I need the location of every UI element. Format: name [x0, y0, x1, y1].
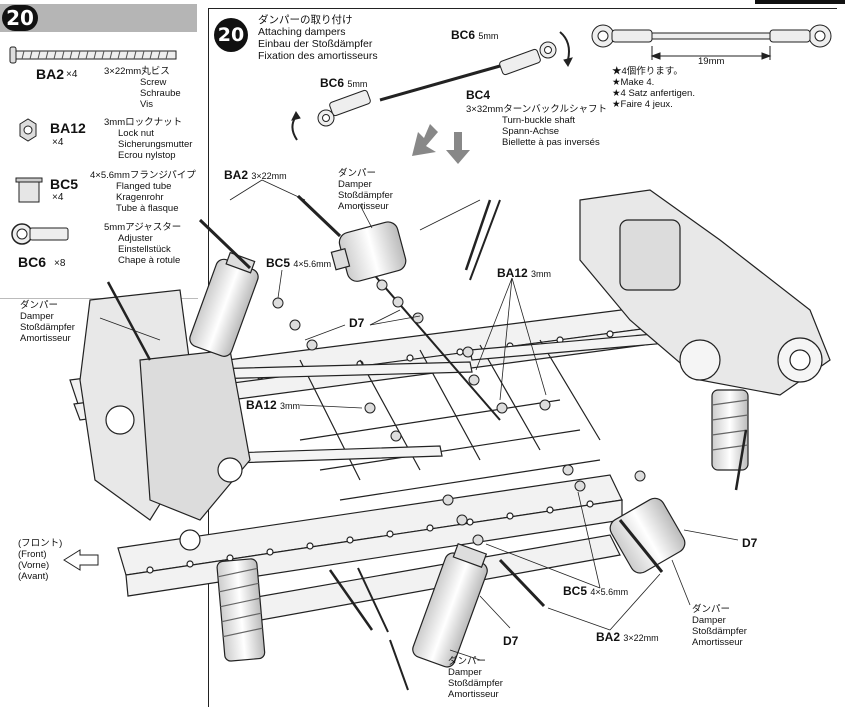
part-qty-ba2: ×4 — [66, 69, 78, 80]
label-ba2-top: BA2 3×22mm — [224, 168, 287, 182]
label-bc4: BC4 — [466, 88, 491, 102]
flanged-tube-icon — [15, 177, 43, 203]
dimension-label: 19mm — [698, 56, 725, 67]
adjuster-icon — [11, 223, 69, 245]
part-qty-bc5: ×4 — [52, 192, 64, 203]
label-ba12-right: BA12 3mm — [497, 266, 552, 280]
part-code-bc6: BC6 — [18, 254, 47, 270]
bc4-description: 3×32mmターンバックルシャフト Turn-buckle shaft Span… — [466, 104, 607, 148]
turnbuckle-assembly — [291, 31, 573, 141]
label-bc6-a: BC6 5mm — [451, 28, 499, 42]
rear-axle — [579, 189, 831, 396]
screw-icon — [9, 46, 177, 64]
finished-turnbuckle — [591, 24, 832, 60]
front-arrow-icon — [63, 549, 99, 571]
part-qty-ba12: ×4 — [52, 137, 64, 148]
damper-shapes — [189, 221, 749, 668]
label-front: (フロント)(Front)(Vorne)(Avant) — [18, 538, 63, 582]
screws-and-rods — [106, 194, 748, 691]
part-desc-bc5: 4×5.6mmフランジパイプ Flanged tube Kragenrohr T… — [90, 170, 196, 214]
label-bc5-top: BC5 4×5.6mm — [266, 256, 332, 270]
cross-members — [169, 199, 703, 501]
part-code-ba2: BA2 — [36, 66, 65, 82]
page-corner-bar — [755, 0, 845, 4]
part-desc-ba2: 3×22mm丸ビス Screw Schraube Vis — [104, 66, 181, 110]
part-desc-bc6: 5mmアジャスター Adjuster Einstellstück Chape à… — [104, 222, 182, 266]
small-parts — [272, 279, 646, 546]
part-code-bc5: BC5 — [50, 176, 79, 192]
part-desc-ba12: 3mmロックナット Lock nut Sicherungsmutter Ecro… — [104, 117, 193, 161]
direction-arrows — [412, 124, 470, 164]
label-d7-bottom: D7 — [503, 634, 519, 648]
step-number-badge: 20 — [2, 5, 38, 31]
label-ba2-bottom: BA2 3×22mm — [596, 630, 659, 644]
front-gearbox — [79, 289, 251, 551]
label-bc5-bottom: BC5 4×5.6mm — [563, 584, 629, 598]
label-d7-top: D7 — [349, 316, 365, 330]
part-code-ba12: BA12 — [50, 120, 86, 136]
make-note: ★4個作ります。 ★Make 4. ★4 Satz anfertigen. ★F… — [612, 66, 695, 110]
label-ba12-left: BA12 3mm — [246, 398, 301, 412]
leader-lines — [99, 179, 739, 661]
label-d7-right: D7 — [742, 536, 758, 550]
part-qty-bc6: ×8 — [54, 258, 66, 269]
label-bc6-b: BC6 5mm — [320, 76, 368, 90]
step-circle: 20 — [214, 18, 248, 52]
lock-nut-icon — [19, 118, 37, 142]
step-title: ダンパーの取り付け Attaching dampers Einbau der S… — [258, 14, 378, 62]
